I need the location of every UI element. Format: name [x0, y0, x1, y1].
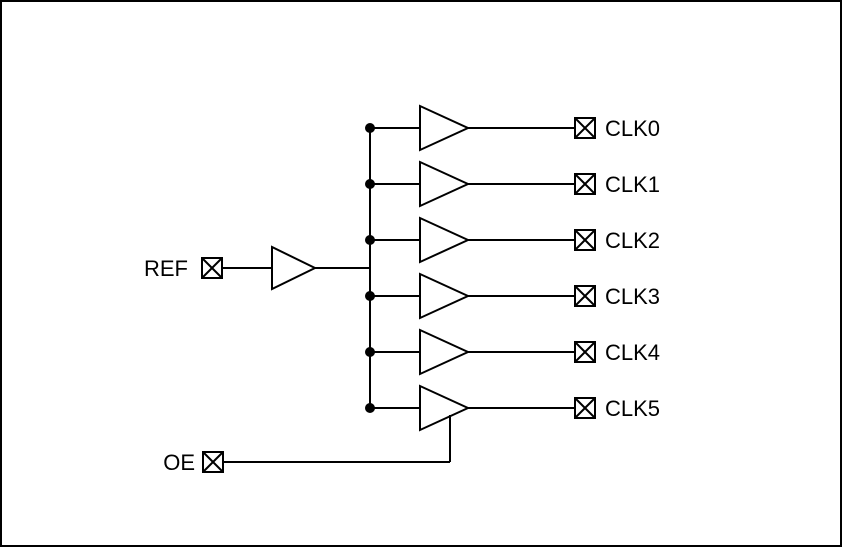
clk2-terminal-icon	[574, 229, 596, 251]
terminal-x	[574, 117, 596, 139]
clk2-channel: CLK2	[365, 216, 660, 264]
clk2-label: CLK2	[605, 228, 660, 253]
oe-label: OE	[163, 450, 195, 475]
terminal-x	[201, 257, 223, 279]
clk4-terminal-icon	[574, 341, 596, 363]
terminal-box	[574, 117, 596, 139]
clk1-label: CLK1	[605, 172, 660, 197]
terminal-box	[574, 341, 596, 363]
clk4-channel: CLK4	[365, 328, 660, 376]
output-buffer-icon	[419, 272, 471, 320]
output-buffer-icon	[419, 104, 471, 152]
terminal-x	[574, 173, 596, 195]
terminal-x	[574, 229, 596, 251]
clk5-channel: CLK5	[365, 384, 660, 432]
input-buffer-icon	[271, 245, 318, 291]
clk3-terminal-icon	[574, 285, 596, 307]
clk0-label: CLK0	[605, 116, 660, 141]
terminal-box	[574, 229, 596, 251]
terminal-x	[574, 285, 596, 307]
terminal-box	[574, 285, 596, 307]
terminal-x	[574, 341, 596, 363]
ref-input-group: REF	[144, 245, 370, 291]
clk5-terminal-icon	[574, 397, 596, 419]
clk3-channel: CLK3	[365, 272, 660, 320]
terminal-box	[574, 397, 596, 419]
output-buffer-icon	[419, 384, 471, 432]
clk3-label: CLK3	[605, 284, 660, 309]
clk1-terminal-icon	[574, 173, 596, 195]
ref-label: REF	[144, 256, 188, 281]
clk5-label: CLK5	[605, 396, 660, 421]
terminal-x	[574, 397, 596, 419]
output-buffer-icon	[419, 160, 471, 208]
oe-input-group: OE	[163, 415, 451, 475]
output-buffer-icon	[419, 328, 471, 376]
clk1-channel: CLK1	[365, 160, 660, 208]
terminal-box	[574, 173, 596, 195]
clk4-label: CLK4	[605, 340, 660, 365]
output-buffer-icon	[419, 216, 471, 264]
clk0-terminal-icon	[574, 117, 596, 139]
clk0-channel: CLK0	[365, 104, 660, 152]
terminal-x	[202, 451, 224, 473]
